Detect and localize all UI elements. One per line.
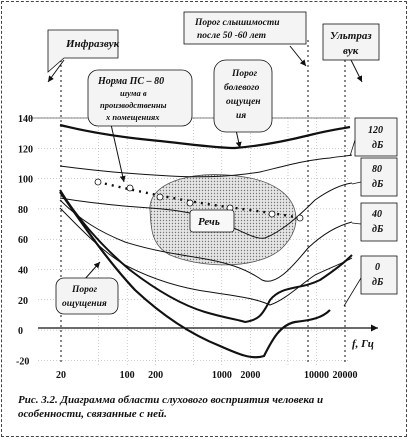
svg-text:Ультраз: Ультраз [330, 30, 372, 42]
ultrasound-label: Ультраз вук [322, 23, 380, 61]
svg-text:шума в: шума в [120, 88, 147, 98]
svg-text:ощущения: ощущения [62, 299, 107, 309]
figure-caption: Рис. 3.2. Диаграмма области слухового во… [18, 393, 398, 421]
svg-text:Инфразвук: Инфразвук [65, 38, 120, 50]
y-tick-label: 20 [18, 296, 28, 307]
x-tick-label: 100 [120, 370, 135, 381]
x-tick-label: 10000 [304, 370, 329, 381]
y-tick-label: 0 [18, 326, 23, 337]
y-axis-ticks: 140 120 100 80 60 40 20 0 -20 [16, 114, 33, 367]
pain-arrow [235, 129, 242, 149]
speech-label: Речь [189, 209, 235, 233]
x-tick-label: 2000 [240, 370, 260, 381]
noise-norm-label: Норма ПС – 80 шума в производственны х п… [87, 69, 193, 127]
noise-norm-arrow [109, 119, 126, 183]
svg-text:Порог: Порог [231, 69, 258, 79]
svg-text:Речь: Речь [198, 216, 220, 228]
db-80-connector [351, 181, 362, 185]
svg-text:40: 40 [371, 209, 382, 220]
svg-text:ия: ия [236, 111, 246, 121]
svg-text:120: 120 [368, 125, 383, 136]
x-tick-label: 200 [148, 370, 163, 381]
y-tick-label: -20 [16, 356, 29, 367]
svg-text:дБ: дБ [372, 179, 384, 190]
svg-text:дБ: дБ [372, 277, 384, 288]
db-80-label: 80 дБ [360, 157, 398, 197]
y-tick-label: 60 [18, 235, 28, 246]
db-40-connector [351, 222, 362, 225]
svg-text:х помещениях: х помещениях [105, 112, 160, 122]
infrasound-label: Инфразвук [47, 29, 120, 73]
db-120-connector [349, 139, 356, 157]
y-tick-label: 40 [18, 266, 28, 277]
curve-80-db [59, 182, 353, 239]
svg-text:Норма ПС – 80: Норма ПС – 80 [97, 76, 164, 87]
x-tick-label: 1000 [212, 370, 232, 381]
caption-line-1: Рис. 3.2. Диаграмма области слухового во… [18, 394, 324, 406]
lower-threshold-curve [59, 191, 331, 359]
x-tick-label: 20 [56, 370, 66, 381]
curve-40-db [59, 199, 353, 282]
svg-text:болевого: болевого [224, 82, 260, 93]
svg-text:дБ: дБ [372, 140, 384, 151]
svg-text:вук: вук [343, 45, 359, 57]
noise-norm-line [94, 178, 304, 222]
x-axis-label: f, Гц [352, 338, 374, 350]
caption-line-2: особенности, связанные с ней. [18, 408, 167, 420]
hearing-threshold-curve [59, 189, 353, 324]
svg-text:дБ: дБ [372, 224, 384, 235]
x-axis-ticks: 20 100 200 1000 2000 10000 20000 [56, 370, 358, 381]
pain-threshold-curve [59, 123, 351, 150]
svg-text:0: 0 [375, 262, 380, 273]
y-tick-label: 100 [18, 175, 33, 186]
infrasound-arrow [47, 59, 65, 83]
ultrasound-arrow [349, 57, 363, 83]
hearing-threshold-label: Порог ощущения [55, 277, 119, 315]
x-tick-label: 20000 [333, 370, 358, 381]
svg-text:после 50 -60 лет: после 50 -60 лет [197, 31, 266, 41]
elderly-threshold-curve [59, 207, 353, 306]
elderly-arrow [289, 45, 307, 67]
db-40-label: 40 дБ [360, 202, 398, 242]
y-tick-label: 120 [18, 144, 33, 155]
svg-text:Порог: Порог [71, 285, 98, 295]
svg-text:производственны: производственны [100, 100, 167, 110]
y-tick-label: 80 [18, 205, 28, 216]
hearing-arrow [83, 261, 101, 281]
db-0-label: 0 дБ [360, 255, 398, 295]
db-120-label: 120 дБ [354, 117, 398, 157]
svg-text:ощущен: ощущен [226, 97, 261, 107]
svg-text:Порог слышимости: Порог слышимости [194, 18, 280, 28]
elderly-threshold-label: Порог слышимости после 50 -60 лет [183, 11, 307, 45]
pain-threshold-label: Порог болевого ощущен ия [213, 59, 273, 133]
db-0-connector [343, 277, 362, 307]
svg-text:80: 80 [372, 164, 382, 175]
y-tick-label: 140 [18, 114, 33, 125]
curve-120-db [59, 154, 353, 178]
